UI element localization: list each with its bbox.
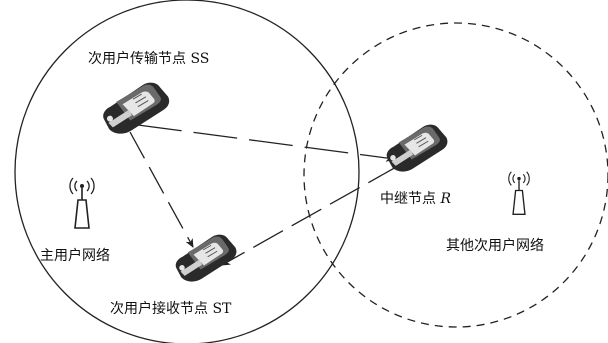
relay-node-label: 中继节点 R: [380, 191, 451, 207]
link-ss-to-st: [129, 131, 194, 248]
ss-phone-icon: [99, 80, 173, 136]
other-network-label: 其他次用户网络: [446, 237, 544, 254]
st-phone-icon: [172, 232, 240, 284]
primary-tower-icon: [69, 177, 95, 229]
other-tower-icon: [508, 171, 530, 215]
relay-label-symbol: R: [439, 191, 451, 207]
primary-network-boundary: [14, 0, 360, 343]
link-relay-to-st: [221, 165, 399, 266]
relay-label-text: 中继节点: [380, 191, 440, 207]
link-ss-to-relay: [137, 124, 395, 162]
primary-network-label: 主用户网络: [40, 247, 110, 264]
other-network-boundary: [303, 22, 608, 328]
ss-node-label: 次用户传输节点 SS: [88, 50, 209, 67]
relay-phone-icon: [383, 122, 451, 174]
st-node-label: 次用户接收节点 ST: [110, 300, 232, 317]
